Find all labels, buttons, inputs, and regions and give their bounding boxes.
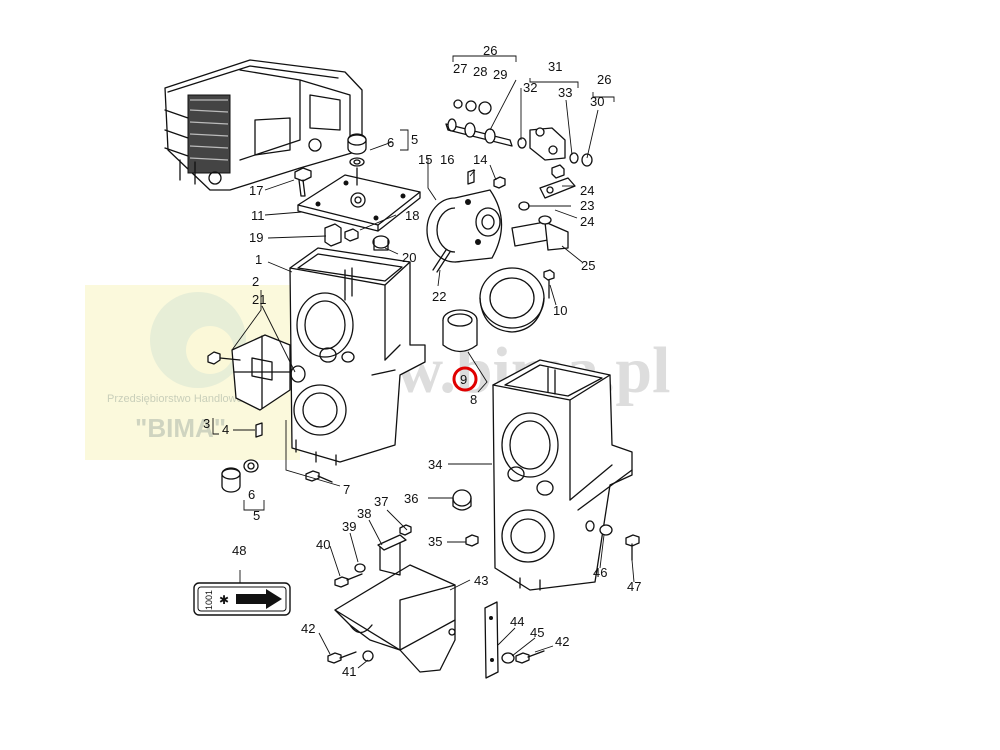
drain-plug [221,459,259,493]
callout-20: 20 [402,250,416,265]
small-hardware [327,524,545,664]
bearing-sleeve-9 [442,309,478,353]
screw-4 [255,422,263,438]
callout-23: 23 [580,198,594,213]
bearing-cover-10 [479,267,555,333]
callout-46: 46 [593,565,607,580]
callout-38: 38 [357,506,371,521]
callout-28: 28 [473,64,487,79]
callout-5a: 5 [411,132,418,147]
callout-25: 25 [581,258,595,273]
callout-31: 31 [548,59,562,74]
watermark-company-line: Przedsiębiorstwo Handlowe [107,393,243,405]
callout-41: 41 [342,664,356,679]
callout-9: 9 [460,372,467,387]
callout-24b: 24 [580,214,594,229]
callout-numbers: 26 27 28 29 31 32 33 26 30 5 6 15 16 14 … [203,43,641,679]
callout-47: 47 [627,579,641,594]
bolt-46-47 [585,520,640,561]
main-housing-left [289,247,426,466]
callout-44: 44 [510,614,524,629]
callout-42a: 42 [301,621,315,636]
callout-2: 2 [252,274,259,289]
callout-40: 40 [316,537,330,552]
nut-35 [465,534,479,547]
callout-27: 27 [453,61,467,76]
hydraulic-pump-assembly [426,169,506,273]
callout-15: 15 [418,152,432,167]
callout-35: 35 [428,534,442,549]
callout-37: 37 [374,494,388,509]
callout-45: 45 [530,625,544,640]
callout-6b: 6 [248,487,255,502]
direction-decal-48: 1001 ✱ [193,582,291,616]
callout-34: 34 [428,457,442,472]
lever-and-valve [511,164,576,251]
plug-36 [452,489,472,511]
callout-17: 17 [249,183,263,198]
bolt-7 [305,470,333,483]
fittings-18-19-20 [324,223,390,251]
callout-43: 43 [474,573,488,588]
callout-18: 18 [405,208,419,223]
callout-3: 3 [203,416,210,431]
breather-plug [347,133,367,186]
callout-4: 4 [222,422,229,437]
callout-32: 32 [523,80,537,95]
highlight-circle-9 [452,366,478,392]
callout-48: 48 [232,543,246,558]
callout-5b: 5 [253,508,260,523]
callout-39: 39 [342,519,356,534]
decal-code: 1001 [204,590,214,610]
callout-22: 22 [432,289,446,304]
callout-29: 29 [493,67,507,82]
callout-11: 11 [251,208,265,223]
guard-43 [334,534,456,673]
callout-1: 1 [255,252,262,267]
tractor-overview-drawing [164,59,363,191]
callout-33: 33 [558,85,572,100]
callout-7: 7 [343,482,350,497]
callout-6a: 6 [387,135,394,150]
valve-shaft-assembly [445,99,593,167]
left-cover-flange [207,334,306,411]
callout-16: 16 [440,152,454,167]
callout-10: 10 [553,303,567,318]
callout-19: 19 [249,230,263,245]
leader-lines [212,55,635,669]
decal-symbol: ✱ [219,593,229,607]
callout-14: 14 [473,152,487,167]
callout-36: 36 [404,491,418,506]
gear-housing-right [492,359,633,591]
callout-42b: 42 [555,634,569,649]
bracket-44 [484,601,499,679]
cover-plate [297,174,421,232]
callout-26b: 26 [597,72,611,87]
watermark-company-name: "BIMA" [135,413,226,443]
callout-24a: 24 [580,183,594,198]
callout-21: 21 [252,292,266,307]
callout-30: 30 [590,94,604,109]
bolt-17 [294,167,312,197]
callout-8: 8 [470,392,477,407]
callout-26: 26 [483,43,497,58]
